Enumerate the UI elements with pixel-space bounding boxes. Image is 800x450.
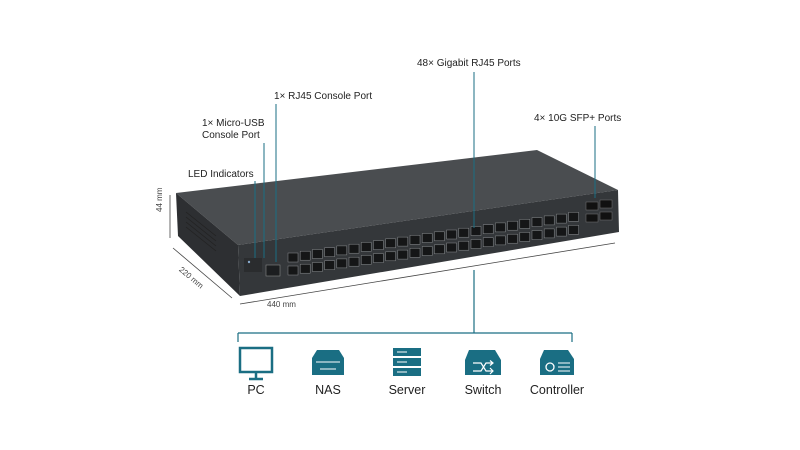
rj45-port — [312, 262, 323, 272]
side-vents — [185, 211, 217, 252]
rj45-port — [287, 265, 299, 276]
rj45-port — [434, 244, 445, 255]
rj45-port — [543, 228, 555, 239]
rj45-port — [543, 215, 555, 226]
rj45-port — [397, 249, 409, 260]
device-label-controller: Controller — [529, 383, 585, 397]
rj45-port — [482, 237, 494, 247]
rj45-port — [324, 247, 335, 257]
rj45-port — [360, 255, 372, 265]
rj45-port — [348, 243, 360, 254]
device-label-pc: PC — [247, 383, 265, 397]
rj45-port — [312, 249, 323, 259]
rj45-port — [519, 219, 531, 229]
pc-icon — [238, 346, 274, 381]
rj45-port — [385, 251, 396, 262]
rj45-port — [446, 229, 457, 240]
sfp-ports — [585, 199, 613, 223]
rj45-port — [373, 240, 384, 250]
led-dot — [247, 260, 251, 264]
rj45-port — [373, 253, 384, 263]
rj45-port — [568, 212, 579, 222]
rj45-port — [336, 258, 348, 269]
width-dimension: 440 mm — [267, 300, 296, 309]
led-panel — [244, 258, 262, 272]
rj45-port — [421, 246, 433, 256]
rj45-port — [519, 232, 531, 242]
width-dim-line — [239, 242, 616, 305]
rj45-port — [336, 245, 348, 256]
rj45-port — [470, 226, 482, 236]
rj45-port — [556, 213, 567, 224]
depth-dim-line — [172, 247, 233, 299]
sfp-callout: 4× 10G SFP+ Ports — [534, 113, 622, 124]
device-label-switch: Switch — [464, 383, 502, 397]
rj45-port — [360, 242, 372, 252]
ports-callout: 48× Gigabit RJ45 Ports — [417, 58, 521, 69]
rj45-port — [531, 230, 543, 240]
rj45-port — [482, 224, 494, 234]
usb-console-line1: 1× Micro-USB — [202, 118, 265, 129]
rj45-port — [324, 260, 335, 270]
server-icon — [393, 348, 421, 376]
led-callout: LED Indicators — [188, 169, 254, 180]
rj45-port — [421, 233, 433, 243]
rj45-port — [287, 252, 299, 263]
rj45-port-grid — [287, 212, 579, 276]
rj45-port — [434, 231, 445, 242]
rj45-port — [470, 239, 482, 249]
device-label-nas: NAS — [315, 383, 341, 397]
usb-console-callout: 1× Micro-USB Console Port — [202, 118, 265, 142]
rj45-port — [495, 235, 506, 246]
controller-icon — [540, 350, 574, 375]
rj45-port — [348, 256, 360, 267]
rj45-port — [507, 233, 518, 244]
rj45-port — [299, 263, 311, 274]
rj45-port — [495, 222, 506, 233]
rj45-port — [385, 238, 396, 249]
switch-icon — [465, 350, 501, 375]
chassis-top — [176, 150, 618, 245]
rj45-port — [531, 217, 543, 227]
rj45-port — [458, 240, 470, 251]
rj45-port — [556, 226, 567, 237]
device-label-server: Server — [388, 383, 426, 397]
rj45-port — [446, 242, 457, 253]
rj45-port — [458, 227, 470, 238]
rj45-port — [507, 220, 518, 231]
console-port — [265, 264, 281, 277]
connection-tree — [237, 270, 573, 342]
nas-icon — [312, 350, 344, 375]
rj45-port — [409, 235, 421, 245]
rj45-port — [409, 248, 421, 258]
usb-console-line2: Console Port — [202, 130, 260, 141]
rj45-port — [397, 236, 409, 247]
rj45-port — [299, 250, 311, 261]
rj45-port — [568, 225, 579, 235]
rj45-console-callout: 1× RJ45 Console Port — [274, 91, 373, 102]
